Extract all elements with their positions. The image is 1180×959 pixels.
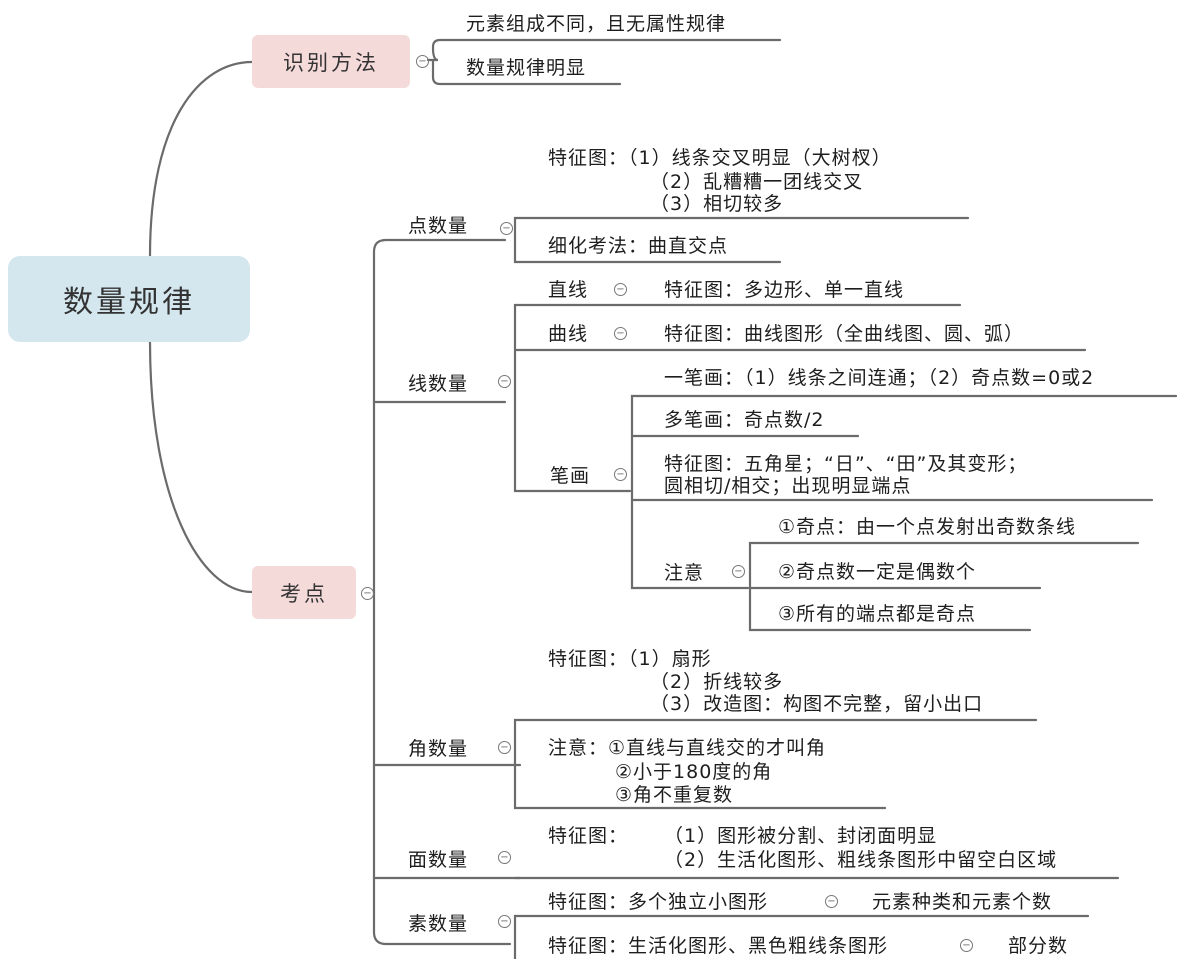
point-feature-3: （3）相切较多 bbox=[650, 193, 784, 215]
face-feature-2: （2）生活化图形、粗线条图形中留空白区域 bbox=[664, 849, 1058, 871]
point-method: 细化考法：曲直交点 bbox=[548, 235, 729, 257]
connector-identify-items bbox=[426, 38, 782, 86]
identify-item-2: 数量规律明显 bbox=[466, 57, 587, 79]
point-node[interactable]: 点数量 bbox=[408, 215, 469, 237]
line-node[interactable]: 线数量 bbox=[408, 373, 469, 395]
connector-element bbox=[513, 914, 1090, 959]
element-row-2-result: 部分数 bbox=[1008, 935, 1069, 957]
element-collapse-icon[interactable]: − bbox=[498, 915, 511, 928]
connector-point bbox=[513, 216, 970, 264]
identify-node[interactable]: 识别方法 bbox=[252, 35, 410, 88]
connector-line bbox=[513, 303, 1087, 493]
angle-note-1: 注意：①直线与直线交的才叫角 bbox=[548, 737, 827, 759]
angle-node[interactable]: 角数量 bbox=[408, 738, 469, 760]
straight-collapse-icon[interactable]: − bbox=[614, 283, 627, 296]
element-row-1-collapse-icon[interactable]: − bbox=[825, 895, 838, 908]
stroke-multi: 多笔画：奇点数/2 bbox=[664, 409, 825, 431]
connector-note bbox=[748, 541, 1140, 632]
connector-angle bbox=[513, 718, 1038, 810]
angle-feature-2: （2）折线较多 bbox=[650, 671, 784, 693]
point-collapse-icon[interactable]: − bbox=[500, 222, 513, 235]
stroke-feature-2: 圆相切/相交；出现明显端点 bbox=[664, 475, 912, 497]
angle-collapse-icon[interactable]: − bbox=[498, 741, 511, 754]
exam-collapse-icon[interactable]: − bbox=[361, 587, 374, 600]
point-feature-2: （2）乱糟糟一团线交叉 bbox=[650, 171, 864, 193]
identify-item-1: 元素组成不同，且无属性规律 bbox=[466, 13, 727, 35]
face-feature-label: 特征图： bbox=[548, 825, 629, 847]
face-collapse-icon[interactable]: − bbox=[498, 851, 511, 864]
identify-collapse-icon[interactable]: − bbox=[416, 55, 429, 68]
stroke-one: 一笔画：（1）线条之间连通；（2）奇点数=0或2 bbox=[664, 367, 1095, 389]
stroke-note-3: ③所有的端点都是奇点 bbox=[778, 603, 977, 625]
stroke-note-1: ①奇点：由一个点发射出奇数条线 bbox=[778, 516, 1077, 538]
connector-stroke bbox=[630, 394, 1178, 590]
curve-node[interactable]: 曲线 bbox=[548, 323, 589, 345]
element-node[interactable]: 素数量 bbox=[408, 913, 469, 935]
angle-feature-3: （3）改造图：构图不完整，留小出口 bbox=[650, 693, 984, 715]
line-collapse-icon[interactable]: − bbox=[498, 375, 511, 388]
angle-feature-1: 特征图：（1）扇形 bbox=[548, 648, 712, 670]
element-row-2-collapse-icon[interactable]: − bbox=[960, 939, 973, 952]
exam-node[interactable]: 考点 bbox=[252, 566, 356, 619]
stroke-feature-1: 特征图：五角星；“日”、“田”及其变形； bbox=[664, 453, 1028, 475]
element-row-1-feature: 特征图：多个独立小图形 bbox=[548, 891, 769, 913]
stroke-collapse-icon[interactable]: − bbox=[614, 468, 627, 481]
element-row-1-result: 元素种类和元素个数 bbox=[872, 891, 1053, 913]
angle-note-3: ③角不重复数 bbox=[615, 784, 734, 806]
connector-root-exam bbox=[148, 340, 254, 594]
face-feature-1: （1）图形被分割、封闭面明显 bbox=[664, 825, 938, 847]
connector-root-identify bbox=[148, 60, 254, 258]
stroke-note-node[interactable]: 注意 bbox=[664, 562, 705, 584]
root-node[interactable]: 数量规律 bbox=[8, 256, 250, 342]
connector-exam-spine bbox=[372, 238, 522, 946]
curve-feature: 特征图：曲线图形（全曲线图、圆、弧） bbox=[664, 323, 1025, 345]
curve-collapse-icon[interactable]: − bbox=[614, 327, 627, 340]
stroke-node[interactable]: 笔画 bbox=[550, 465, 591, 487]
element-row-2-feature: 特征图：生活化图形、黑色粗线条图形 bbox=[548, 935, 889, 957]
straight-node[interactable]: 直线 bbox=[548, 279, 589, 301]
point-feature-1: 特征图：（1）线条交叉明显（大树杈） bbox=[548, 147, 892, 169]
face-node[interactable]: 面数量 bbox=[408, 849, 469, 871]
angle-note-2: ②小于180度的角 bbox=[615, 761, 773, 783]
stroke-note-collapse-icon[interactable]: − bbox=[732, 565, 745, 578]
straight-feature: 特征图：多边形、单一直线 bbox=[664, 279, 905, 301]
stroke-note-2: ②奇点数一定是偶数个 bbox=[778, 561, 977, 583]
